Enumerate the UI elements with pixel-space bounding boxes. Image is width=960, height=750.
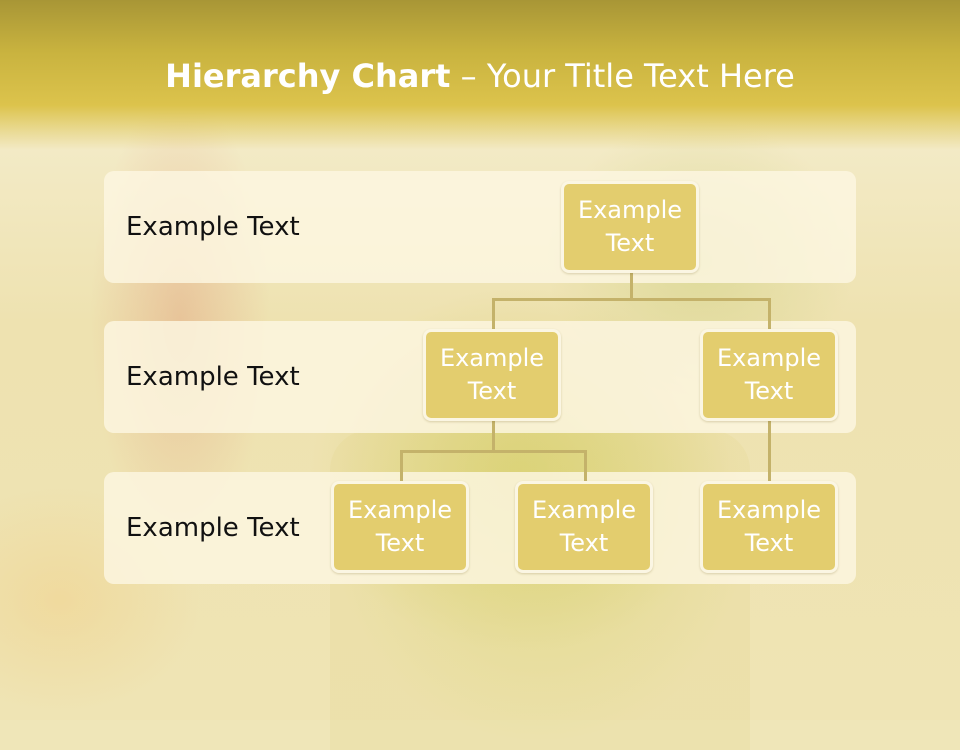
connector-to-l3-a [400,450,403,482]
connector-root-down [630,273,633,300]
node-l3-a-line1: Example [347,496,453,524]
node-level2-left[interactable]: Example Text [423,329,561,421]
node-root-line2: Text [605,229,655,257]
connector-to-l3-b [584,450,587,482]
node-l3-b-line2: Text [559,529,609,557]
connector-to-l2-left [492,298,495,330]
node-l3-c-line1: Example [716,496,822,524]
node-level3-b[interactable]: Example Text [515,481,653,573]
node-l2-left-line2: Text [467,377,517,405]
node-root[interactable]: Example Text [561,181,699,273]
connector-to-l3-c [768,421,771,482]
node-l2-right-line2: Text [744,377,794,405]
level-label-1[interactable]: Example Text [126,212,300,242]
title-bold: Hierarchy Chart [165,57,451,95]
title-rest: Your Title Text Here [486,57,795,95]
connector-level2-bar [492,298,771,301]
connector-level3-bar [400,450,587,453]
node-level3-c[interactable]: Example Text [700,481,838,573]
level-band-1 [104,171,856,283]
slide-title[interactable]: Hierarchy Chart – Your Title Text Here [0,56,960,96]
node-level2-right[interactable]: Example Text [700,329,838,421]
connector-l2-left-down [492,421,495,452]
title-bar [0,0,960,150]
node-l2-left-line1: Example [439,344,545,372]
node-l3-b-line1: Example [531,496,637,524]
level-label-2[interactable]: Example Text [126,362,300,392]
node-l2-right-line1: Example [716,344,822,372]
node-l3-c-line2: Text [744,529,794,557]
node-l3-a-line2: Text [375,529,425,557]
node-root-line1: Example [577,196,683,224]
title-dash: – [450,57,487,95]
node-level3-a[interactable]: Example Text [331,481,469,573]
connector-to-l2-right [768,298,771,330]
level-label-3[interactable]: Example Text [126,513,300,543]
